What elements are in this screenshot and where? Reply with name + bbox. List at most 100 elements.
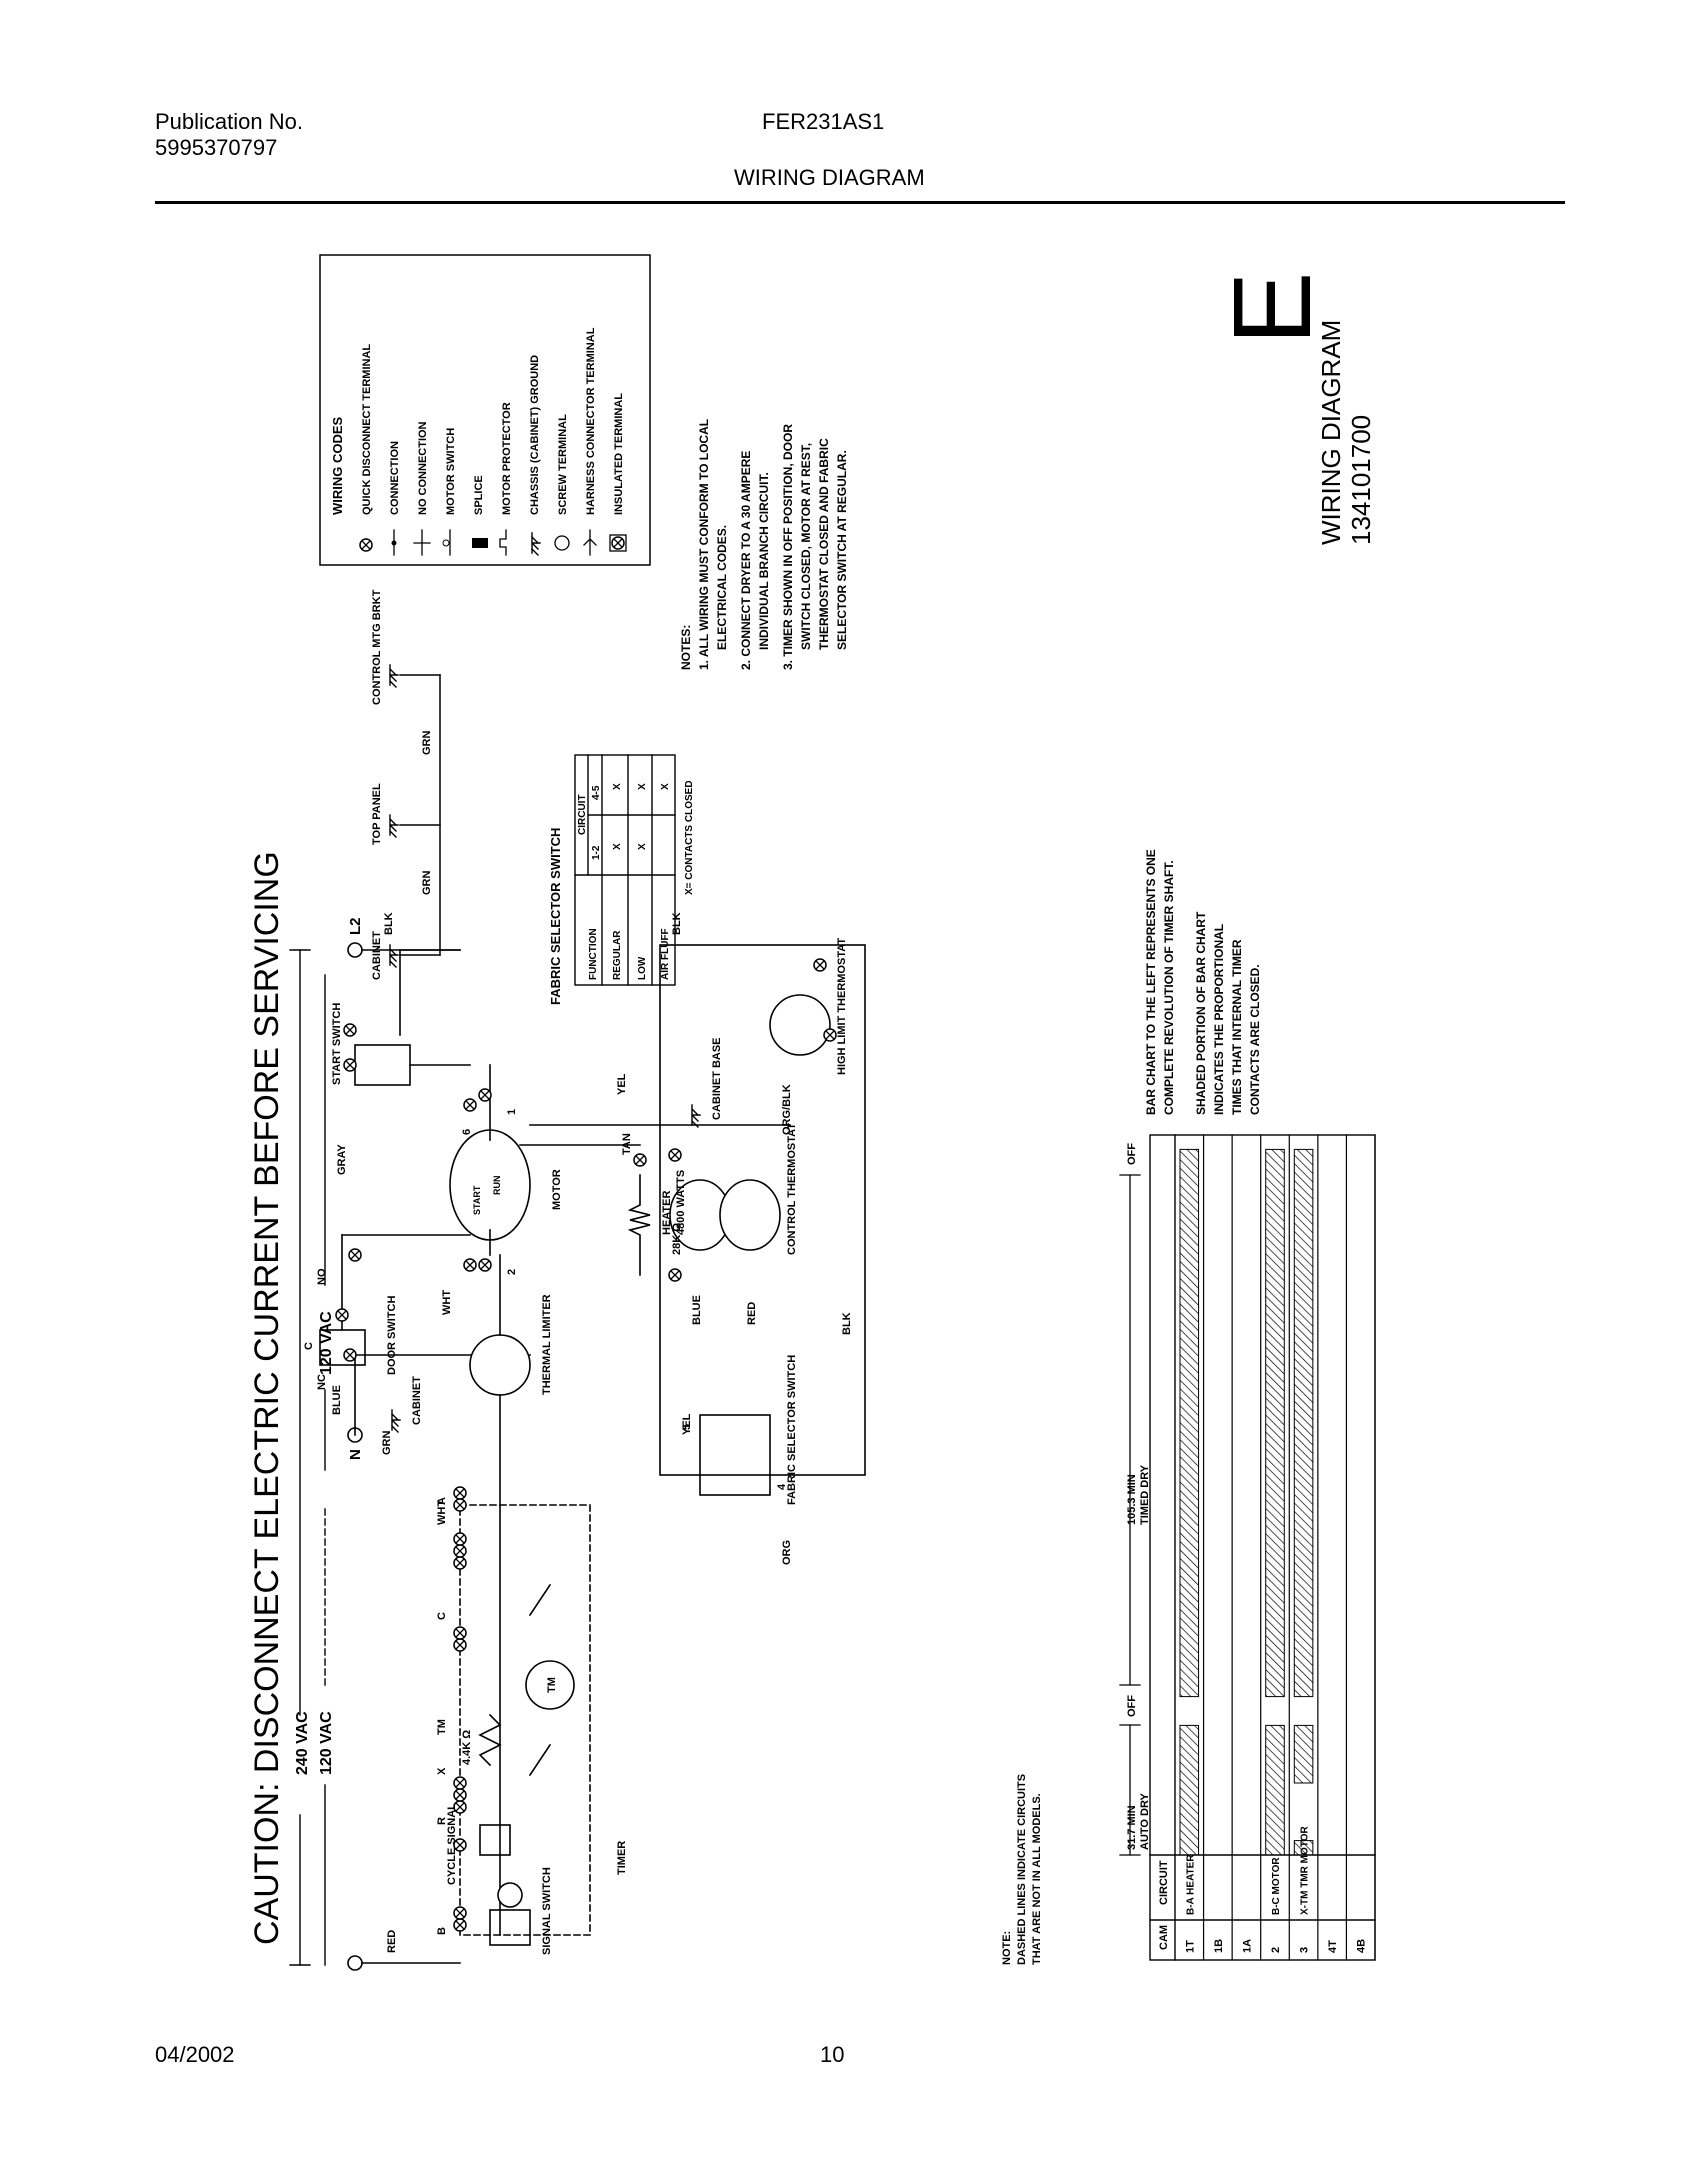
timer-shaded-bar	[1265, 1148, 1285, 1698]
wiring-diagram: CAUTION: DISCONNECT ELECTRIC CURRENT BEF…	[248, 254, 1376, 1975]
cabinet-ground-icon	[391, 1409, 401, 1433]
wiring-codes-legend	[319, 254, 651, 566]
label-term-4: 4	[776, 1483, 788, 1490]
fabric-row-c2: X	[660, 783, 671, 790]
bar-note: CONTACTS ARE CLOSED.	[1248, 964, 1262, 1115]
label-control-thermostat: CONTROL THERMOSTAT	[786, 1123, 798, 1255]
timer-timed-dry: 105.3 MIN	[1126, 1474, 1138, 1525]
fabric-footnote: X= CONTACTS CLOSED	[684, 780, 695, 895]
timer-shaded-bar	[1179, 1724, 1200, 1856]
bar-note: TIMES THAT INTERNAL TIMER	[1230, 939, 1244, 1115]
code-item: CHASSIS (CABINET) GROUND	[529, 355, 541, 515]
note-line: 3. TIMER SHOWN IN OFF POSITION, DOOR	[781, 424, 795, 670]
label-l2: L2	[347, 917, 364, 935]
timer-off-1: OFF	[1126, 1695, 1138, 1717]
wire-orgblk: ORG/BLK	[781, 1084, 793, 1135]
label-n: N	[347, 1449, 364, 1460]
terminals	[335, 958, 837, 1932]
cabinet-base-ground-icon	[691, 1104, 701, 1128]
notes-title: NOTES:	[679, 625, 693, 670]
label-door-nc: NC	[316, 1374, 328, 1390]
label-term-r: R	[436, 1817, 448, 1825]
label-signal-switch: SIGNAL SWITCH	[541, 1867, 553, 1955]
code-item: MOTOR PROTECTOR	[501, 402, 513, 515]
wire-blk-1: BLK	[671, 912, 683, 935]
label-heater: HEATER	[661, 1191, 673, 1235]
bar-note: INDICATES THE PROPORTIONAL	[1212, 924, 1226, 1115]
note-line: THERMOSTAT CLOSED AND FABRIC	[817, 438, 831, 650]
label-term-a: A	[436, 1497, 448, 1505]
timer-shaded-bar	[1293, 1840, 1314, 1856]
timer-off-2: OFF	[1126, 1143, 1138, 1165]
label-start: START	[472, 1185, 482, 1215]
label-cabinet-ground: CABINET	[411, 1376, 423, 1425]
code-item: CONNECTION	[389, 441, 401, 515]
publication-label: Publication No.	[155, 109, 303, 134]
wiring-code-icons	[359, 529, 627, 556]
code-letter: E	[1211, 272, 1334, 345]
label-l2-blk: BLK	[383, 912, 395, 935]
wire-yel-1: YEL	[616, 1073, 628, 1095]
label-tm-motor: TM	[546, 1677, 558, 1693]
label-28k: 28K Ω	[671, 1223, 683, 1255]
timer-cam-label: 1T	[1184, 1940, 1196, 1953]
timer-shaded-bar	[1179, 1148, 1200, 1698]
diagram-ref-label: WIRING DIAGRAM	[1316, 320, 1346, 545]
fabric-col-function: FUNCTION	[588, 928, 599, 980]
label-120vac-left: 120 VAC	[318, 1711, 335, 1775]
fabric-row-function: REGULAR	[612, 930, 623, 980]
dashed-note: THAT ARE NOT IN ALL MODELS.	[1031, 1793, 1043, 1965]
label-run: RUN	[492, 1176, 502, 1196]
publication-number: 5995370797	[155, 135, 278, 160]
label-term-5: 5	[681, 1424, 693, 1430]
timer-shaded-bar	[1265, 1724, 1285, 1856]
label-term-1: 1	[506, 1109, 518, 1115]
gref-grn-2: GRN	[421, 731, 433, 756]
label-term-b: B	[436, 1927, 448, 1935]
label-door-c: C	[303, 1342, 315, 1350]
caution-title: CAUTION: DISCONNECT ELECTRIC CURRENT BEF…	[248, 851, 286, 1945]
diagram-ref-number: 134101700	[1346, 415, 1376, 545]
page-title: WIRING DIAGRAM	[734, 165, 925, 190]
timer-circuit-label: X-TM TMR MOTOR	[1300, 1826, 1311, 1915]
code-item: NO CONNECTION	[417, 421, 429, 515]
label-door-switch: DOOR SWITCH	[386, 1296, 398, 1375]
wire-gray: GRAY	[336, 1144, 348, 1175]
wire-blk-2: BLK	[841, 1312, 853, 1335]
label-cycle-signal: CYCLE SIGNAL	[446, 1803, 458, 1885]
timer-header-cam: CAM	[1158, 1925, 1170, 1950]
footer-date: 04/2002	[155, 2042, 235, 2067]
label-120vac-right: 120 VAC	[318, 1311, 335, 1375]
timer-auto-dry: 31.7 MIN	[1126, 1805, 1138, 1850]
timer-cam-label: 4T	[1327, 1940, 1339, 1953]
label-term-6: 6	[461, 1129, 473, 1135]
code-item: QUICK DISCONNECT TERMINAL	[361, 344, 373, 515]
label-start-switch: START SWITCH	[331, 1003, 343, 1085]
label-motor: MOTOR	[551, 1169, 563, 1210]
dashed-note: NOTE:	[1001, 1931, 1013, 1965]
fabric-row-function: LOW	[637, 956, 648, 980]
label-term-x: X	[436, 1767, 448, 1775]
note-line: 1. ALL WIRING MUST CONFORM TO LOCAL	[697, 419, 711, 670]
code-item: SCREW TERMINAL	[557, 414, 569, 515]
ground-control-mtg-icon	[389, 664, 399, 688]
wire-blue: BLUE	[331, 1385, 343, 1415]
dashed-note: DASHED LINES INDICATE CIRCUITS	[1016, 1774, 1028, 1965]
fabric-row-c1: X	[637, 843, 648, 850]
timer-timed-dry-label: TIMED DRY	[1139, 1464, 1151, 1525]
timer-cam-label: 1B	[1213, 1939, 1225, 1953]
label-44k: 4.4K Ω	[461, 1730, 473, 1765]
code-item: INSULATED TERMINAL	[613, 393, 625, 515]
wiring-codes-title: WIRING CODES	[330, 416, 345, 515]
wire-org: ORG	[781, 1540, 793, 1565]
gref-control-mtg: CONTROL MTG BRKT	[371, 589, 383, 705]
code-item: SPLICE	[473, 475, 485, 515]
fabric-row-c2: X	[637, 783, 648, 790]
fabric-col-circuit: CIRCUIT	[577, 794, 588, 835]
label-cabinet-base: CABINET BASE	[711, 1037, 723, 1120]
label-high-limit: HIGH LIMIT THERMOSTAT	[836, 938, 848, 1075]
timer-cam-label: 2	[1270, 1947, 1282, 1953]
timer-circuit-label: B-A HEATER	[1185, 1854, 1196, 1915]
code-item: MOTOR SWITCH	[445, 428, 457, 515]
